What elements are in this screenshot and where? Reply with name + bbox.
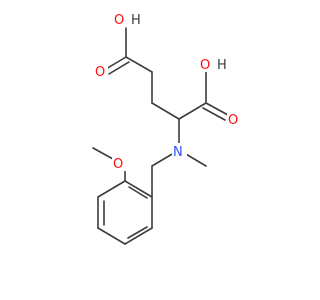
ring-bond-4: [97, 227, 126, 245]
bond-c-c-acid-right: [178, 102, 207, 120]
structure-diagram: O H O O H O N O: [92, 11, 241, 245]
atom-o-methoxy: O: [113, 157, 123, 172]
bond-c-o-double-top-a: [105, 56, 127, 70]
atom-o-top-hydroxyl: O: [114, 13, 124, 28]
atom-h-right-hydroxyl: H: [217, 58, 227, 73]
ring-bond-1: [124, 180, 153, 198]
atom-o-top-carbonyl: O: [95, 65, 105, 80]
atom-o-right-hydroxyl: O: [200, 58, 210, 73]
ring-bond-2: [97, 180, 126, 198]
atom-labels: O H O O H O N O: [94, 11, 241, 172]
ring-inner-bond-1: [128, 186, 148, 199]
ring-inner-bond-3: [127, 226, 148, 239]
atom-o-right-carbonyl: O: [228, 113, 238, 128]
bond-o-methyl: [92, 147, 114, 160]
bond-c-o-double-top-b: [108, 61, 130, 75]
bond-c-c-chain-1: [125, 56, 153, 73]
atom-h-top-hydroxyl: H: [131, 13, 141, 28]
bond-c-o-double-right-a: [205, 102, 229, 116]
bond-c-o-double-right-b: [202, 107, 226, 121]
bond-c-c-chain-3: [151, 102, 180, 120]
ring-bond-5: [124, 227, 153, 245]
atom-n-amine: N: [173, 145, 183, 160]
